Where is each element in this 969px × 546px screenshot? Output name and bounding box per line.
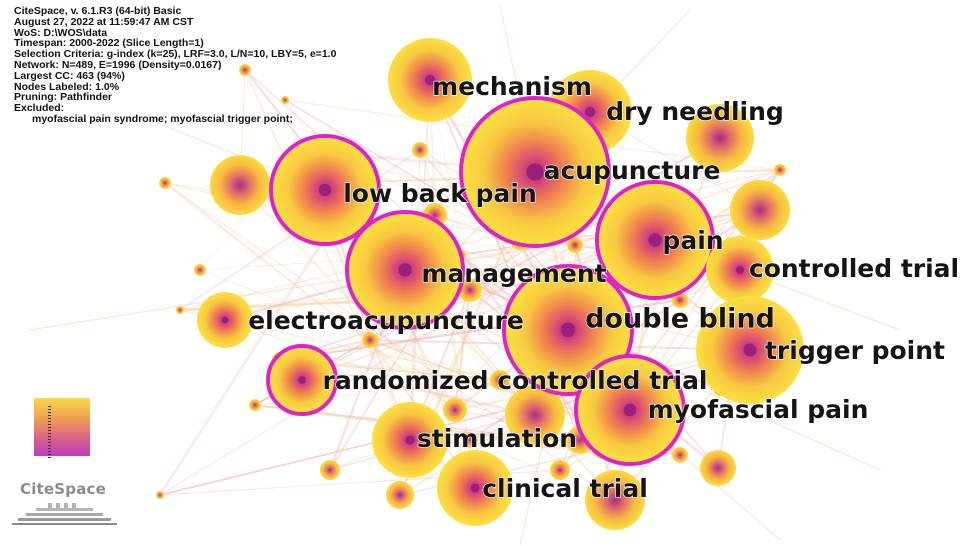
network-nodes [156, 38, 804, 530]
keyword-node[interactable] [505, 385, 565, 445]
keyword-label: trigger point [765, 336, 945, 365]
info-line: WoS: D:\WOS\data [14, 26, 108, 39]
keyword-node[interactable] [458, 278, 482, 302]
logo-books-icon [12, 503, 117, 525]
year-color-legend [34, 398, 90, 456]
info-line: Timespan: 2000-2022 (Slice Length=1) [14, 37, 204, 50]
node-core [735, 265, 745, 275]
keyword-label: clinical trial [482, 474, 648, 503]
keyword-node[interactable] [550, 460, 570, 480]
burst-ring [266, 344, 338, 416]
node-core [623, 403, 637, 417]
keyword-node[interactable] [412, 142, 428, 158]
info-line: Excluded: [14, 102, 65, 115]
keyword-node[interactable] [567, 237, 583, 253]
network-edge [158, 229, 332, 496]
keyword-node[interactable] [281, 96, 289, 104]
keyword-node[interactable] [686, 104, 754, 172]
info-line: Largest CC: 463 (94%) [14, 69, 125, 82]
logo-text: CiteSpace [20, 480, 107, 498]
keyword-label: management [421, 259, 606, 288]
keyword-node[interactable] [156, 491, 164, 499]
node-core [424, 74, 436, 86]
info-line: Pruning: Pathfinder [14, 91, 112, 104]
keyword-node[interactable] [700, 450, 736, 486]
network-info-panel: CiteSpace, v. 6.1.R3 (64-bit) Basic Augu… [14, 6, 336, 125]
keyword-label: pain [662, 226, 723, 255]
keyword-node[interactable] [730, 180, 790, 240]
keyword-label: double blind [585, 304, 775, 335]
keyword-label: stimulation [417, 424, 577, 453]
keyword-node[interactable] [176, 306, 184, 314]
legend-ticks [48, 406, 51, 460]
node-core [526, 163, 544, 181]
keyword-node[interactable] [672, 447, 688, 463]
burst-ring [502, 264, 634, 396]
keyword-node[interactable] [774, 164, 786, 176]
info-line: Nodes Labeled: 1.0% [14, 80, 120, 93]
burst-ring [345, 210, 465, 330]
node-core [298, 376, 306, 384]
node-core [648, 233, 662, 247]
burst-ring [269, 134, 381, 246]
keyword-label: dry needling [606, 97, 784, 126]
keyword-label: controlled trial [749, 254, 959, 283]
burst-ring [574, 354, 686, 466]
network-edge [159, 244, 576, 496]
keyword-node[interactable] [320, 460, 340, 480]
network-edge [164, 182, 616, 501]
keyword-label: randomized controlled trial [322, 366, 707, 395]
keyword-node[interactable] [362, 332, 378, 348]
node-core [560, 322, 576, 338]
citespace-logo: CiteSpace [12, 480, 122, 530]
network-edge [244, 69, 411, 441]
node-core [318, 183, 332, 197]
keyword-label: myofascial pain [648, 395, 869, 424]
keyword-label: low back pain [343, 179, 537, 208]
keyword-node[interactable] [159, 177, 171, 189]
node-core [221, 316, 229, 324]
node-core [584, 106, 596, 118]
burst-ring [459, 96, 611, 248]
info-line: August 27, 2022 at 11:59:47 AM CST [14, 15, 194, 28]
keyword-node[interactable] [585, 470, 645, 530]
keyword-node[interactable] [194, 264, 206, 276]
keyword-node[interactable] [462, 432, 478, 448]
info-line: CiteSpace, v. 6.1.R3 (64-bit) Basic [14, 5, 182, 17]
node-core [470, 483, 480, 493]
network-edge [409, 239, 521, 441]
keyword-node[interactable] [443, 398, 467, 422]
node-core [405, 435, 415, 445]
burst-ring [595, 180, 715, 300]
keyword-label: acupuncture [544, 156, 721, 185]
keyword-node[interactable] [249, 399, 261, 411]
network-edge [454, 289, 471, 411]
keyword-node[interactable] [490, 370, 510, 390]
node-core [398, 263, 412, 277]
info-line: Selection Criteria: g-index (k=25), LRF=… [14, 48, 337, 61]
keyword-node[interactable] [239, 64, 251, 76]
node-core [743, 343, 757, 357]
keyword-label: mechanism [432, 72, 592, 101]
keyword-node[interactable] [386, 481, 414, 509]
excluded-terms: myofascial pain syndrome; myofascial tri… [32, 112, 293, 125]
keyword-node[interactable] [210, 155, 270, 215]
info-line: Network: N=489, E=1996 (Density=0.0167) [14, 58, 222, 71]
keyword-label: electroacupuncture [248, 306, 524, 335]
